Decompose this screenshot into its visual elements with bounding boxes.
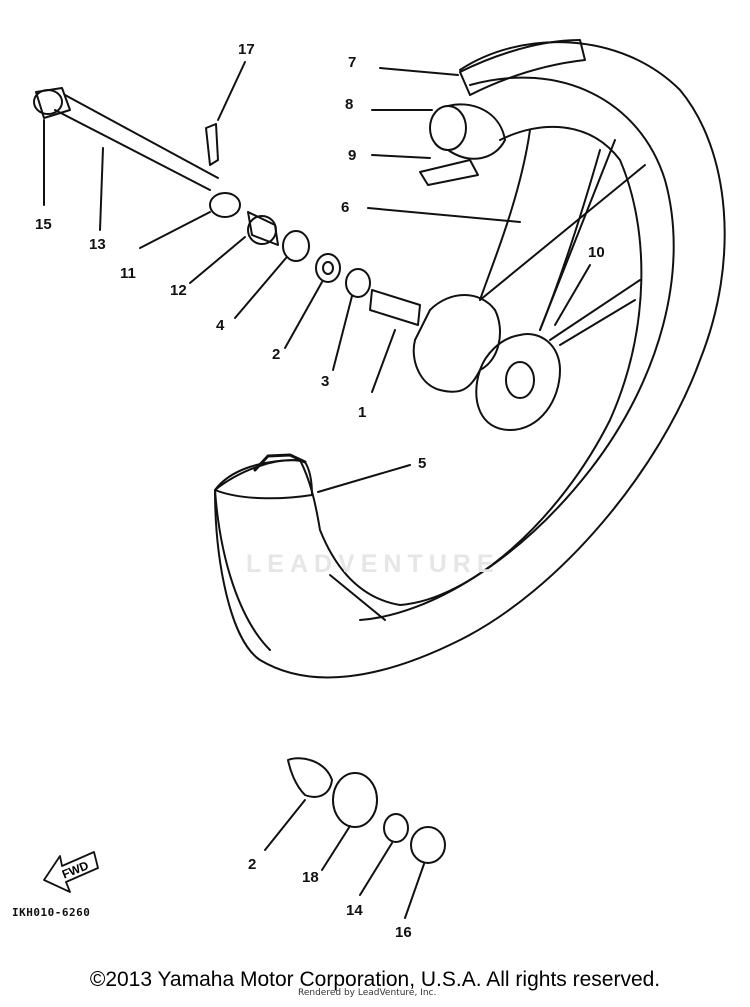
- callout-3: 3: [321, 373, 330, 390]
- spoke-b: [539, 149, 601, 331]
- collar-11: [209, 192, 241, 218]
- fwd-arrow: [43, 851, 99, 893]
- callout-8: 8: [345, 96, 354, 113]
- part-code: IKH010-6260: [12, 906, 91, 919]
- callout-9: 9: [348, 147, 357, 164]
- callout-17: 17: [238, 41, 255, 58]
- axle: [54, 94, 219, 191]
- spoke-d: [549, 279, 641, 341]
- seal-4: [282, 230, 310, 262]
- callout-16: 16: [395, 924, 412, 941]
- callout-2-lower: 2: [248, 856, 257, 873]
- spoke-e: [559, 299, 636, 346]
- callout-5: 5: [418, 455, 427, 472]
- watermark: LEADVENTURE: [246, 550, 500, 578]
- callout-2-upper: 2: [272, 346, 281, 363]
- part-2b: [287, 757, 333, 798]
- callout-13: 13: [89, 236, 106, 253]
- callout-11: 11: [120, 265, 136, 282]
- callout-15: 15: [35, 216, 52, 233]
- tube-8: [429, 105, 467, 151]
- part-16: [410, 826, 446, 864]
- rendered-by-note: Rendered by LeadVenture, Inc.: [298, 988, 437, 998]
- spacer-12: [247, 211, 279, 246]
- callout-1: 1: [358, 404, 367, 421]
- callout-10: 10: [588, 244, 605, 261]
- tire-cut-end: [214, 459, 313, 500]
- callout-18: 18: [302, 869, 319, 886]
- rim-band: [459, 39, 586, 96]
- callout-4: 4: [216, 317, 225, 334]
- bearing-2: [315, 253, 341, 283]
- valve-9: [419, 159, 479, 186]
- hub-flange: [475, 333, 561, 431]
- callout-12: 12: [170, 282, 187, 299]
- bearing-3: [345, 268, 371, 298]
- tire-outline: [214, 41, 726, 679]
- clip-17: [205, 123, 219, 166]
- copyright-notice: ©2013 Yamaha Motor Corporation, U.S.A. A…: [89, 968, 661, 991]
- tire-inner: [359, 76, 675, 621]
- tire-lower-end: [214, 489, 271, 651]
- callout-7: 7: [348, 54, 357, 71]
- callout-14: 14: [346, 902, 363, 919]
- part-18: [332, 772, 378, 828]
- hub: [412, 294, 501, 393]
- spoke-f: [539, 139, 616, 331]
- part-14: [383, 813, 409, 843]
- spoke-c: [479, 164, 646, 301]
- spacer-1: [369, 289, 421, 326]
- callout-6: 6: [341, 199, 350, 216]
- spoke-a: [479, 129, 531, 301]
